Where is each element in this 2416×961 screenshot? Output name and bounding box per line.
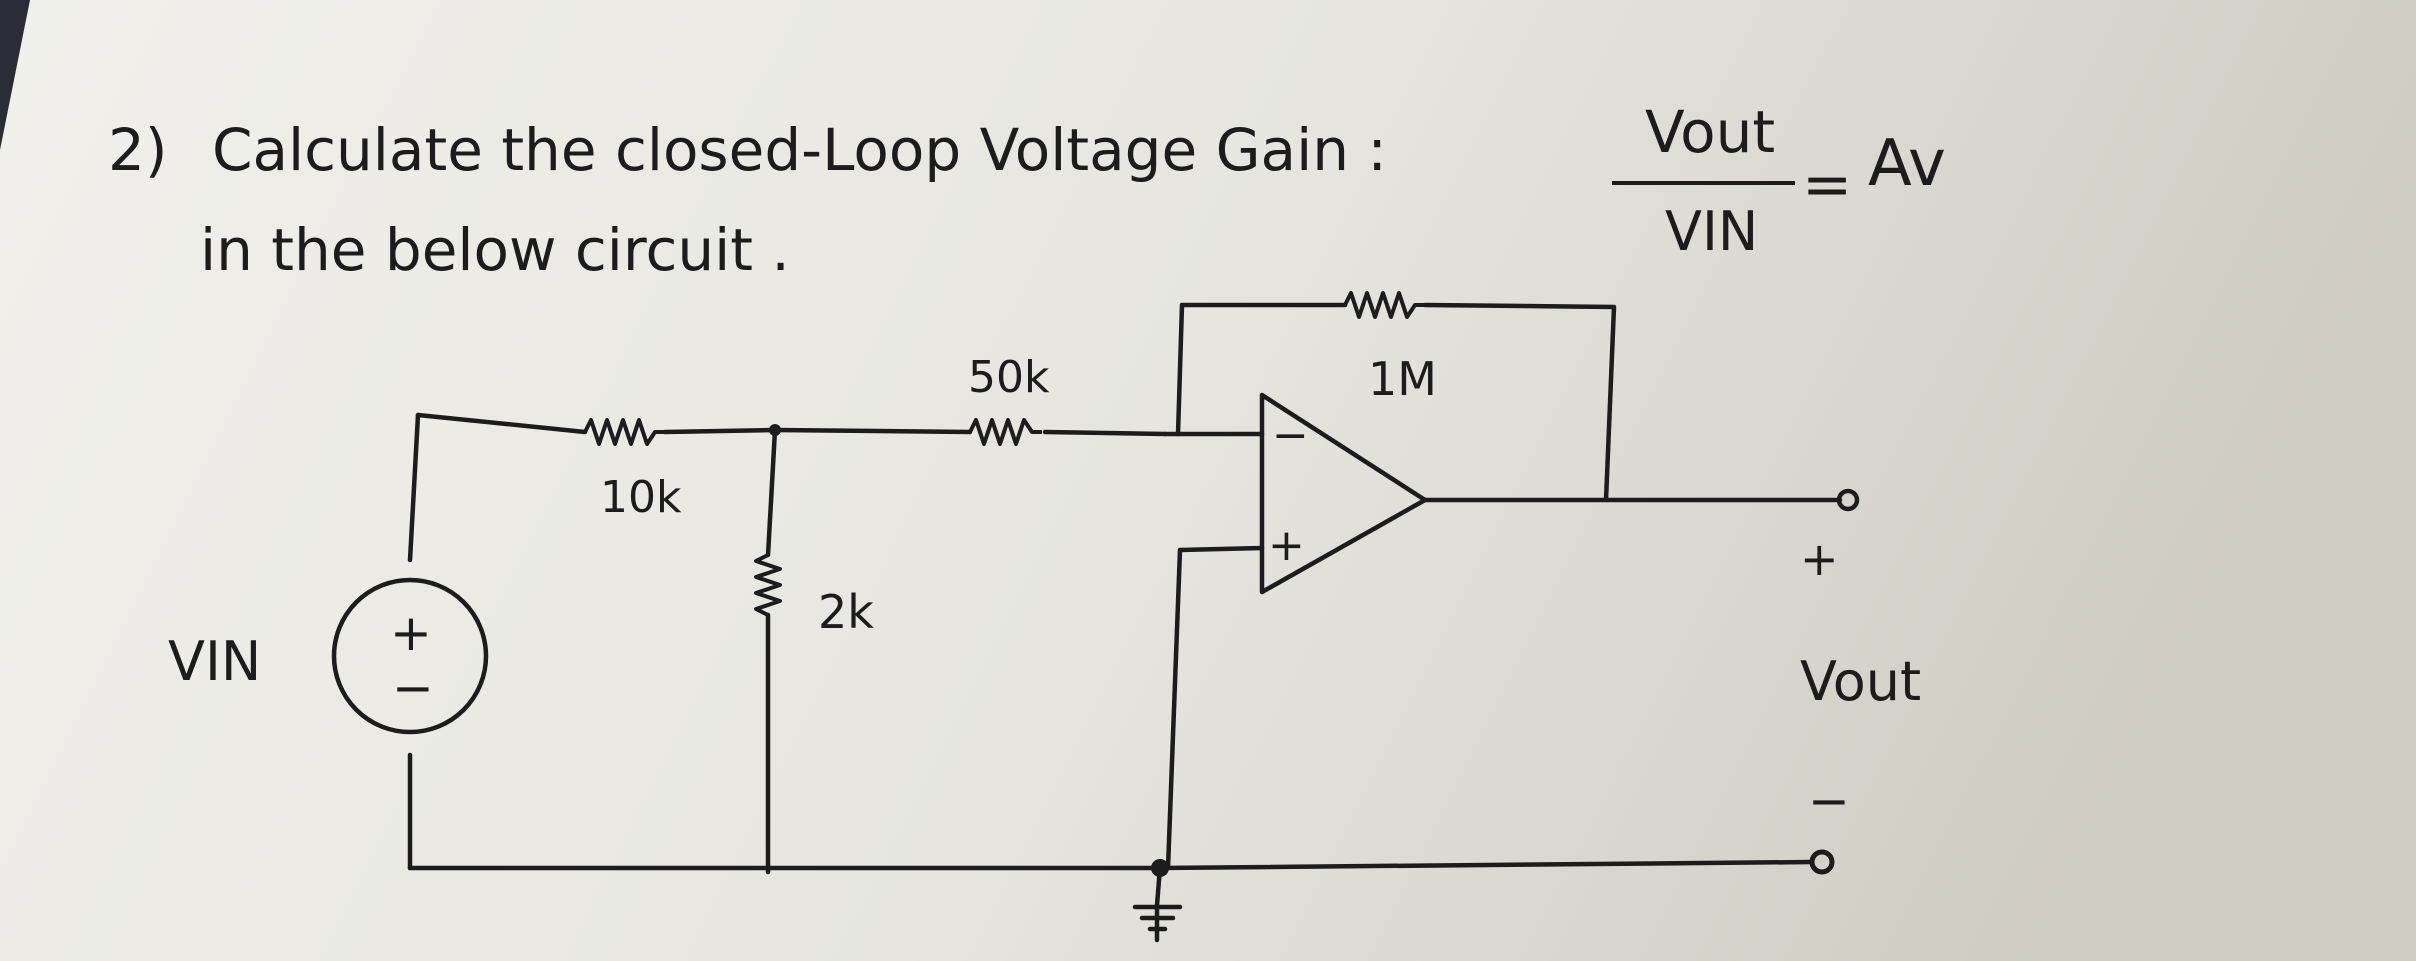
gain-formula: Vout VIN = Av [1612,98,1946,263]
problem-line-2: in the below circuit . [200,216,790,284]
wire-r3-inv [1042,429,1168,437]
opamp-inverting-sign: − [1272,410,1309,461]
voltage-source-icon [331,577,489,735]
formula-numerator: Vout [1645,98,1775,166]
output-terminal-bottom-icon [1809,849,1835,875]
opamp-noninverting-sign: + [1268,520,1305,571]
resistor-r2-icon [754,553,782,617]
output-terminal-top-icon [1836,488,1860,512]
wire-r1-node [662,427,778,435]
formula-result: Av [1868,127,1946,201]
output-plus-sign: + [1800,532,1839,586]
source-label: VIN [168,630,261,693]
formula-equals: = [1802,150,1852,220]
wire-node-r3 [772,427,973,435]
wire-top-left [415,412,588,435]
problem-line-1: Calculate the closed-Loop Voltage Gain : [212,116,1387,184]
source-minus-sign: − [392,659,434,717]
ground-icon [1132,902,1183,943]
r2-value-label: 2k [818,585,874,639]
resistor-r1-icon [583,418,665,446]
junction-dot-node [769,424,781,436]
output-minus-sign: − [1808,772,1850,830]
wire-noninv-ground [1165,545,1265,871]
output-label: Vout [1800,650,1921,713]
rf-value-label: 1M [1368,352,1437,406]
opamp-icon [1259,392,1428,595]
problem-number: 2) [108,116,168,184]
formula-denominator: VIN [1665,200,1758,263]
junction-dot-ground [1151,859,1169,877]
r3-value-label: 50k [968,352,1050,403]
wire-feedback-left [1175,302,1348,437]
wire-source-top [407,412,421,563]
r1-value-label: 10k [600,472,682,523]
resistor-rf-icon [1343,291,1431,319]
resistor-r3-icon [968,418,1042,446]
wire-feedback-right [1422,302,1617,503]
source-plus-sign: + [390,604,432,662]
wire-node-r2 [765,427,778,558]
